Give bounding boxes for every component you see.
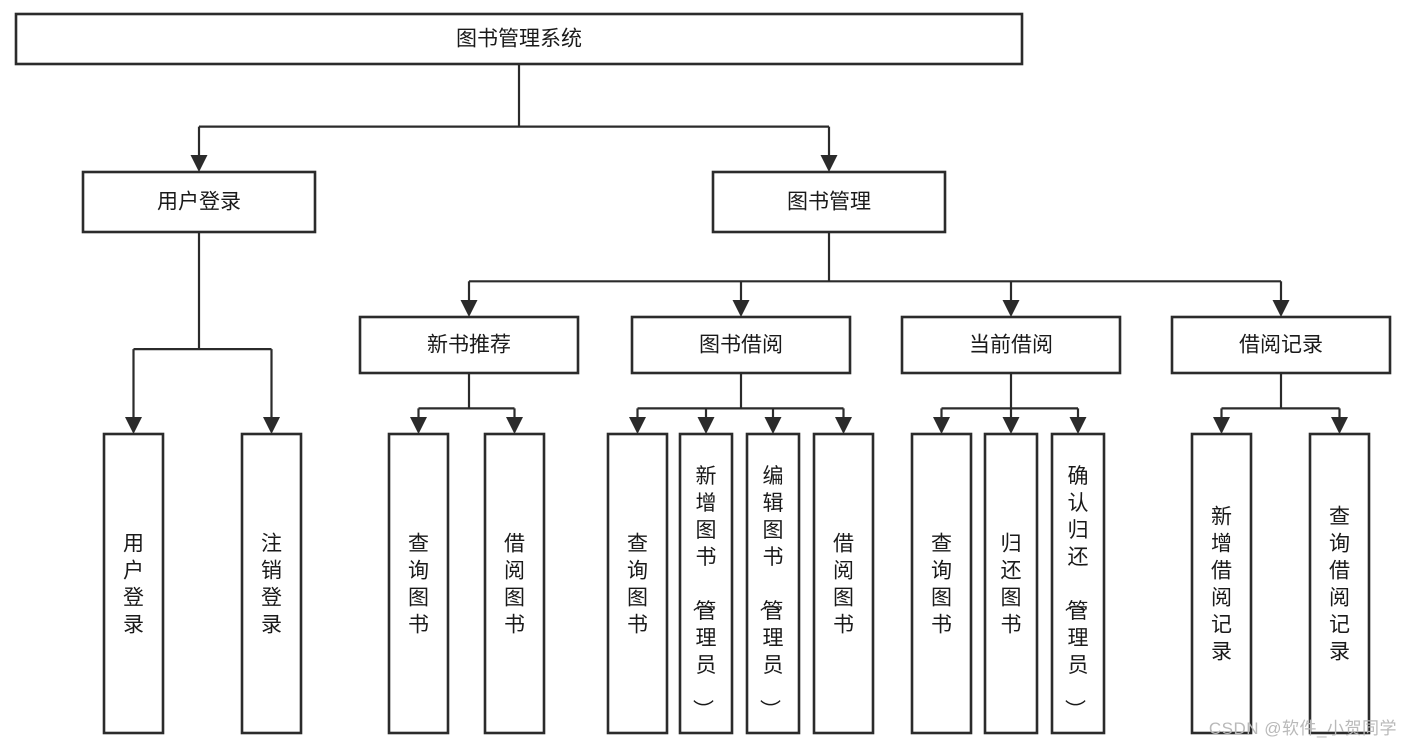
node-label: 查询图书 (408, 533, 429, 637)
node-leaf-return-book[interactable]: 归还图书 (983, 432, 1039, 735)
node-box (1308, 432, 1371, 735)
node-box (711, 170, 947, 234)
node-box (900, 315, 1122, 375)
node-user-login[interactable]: 用户登录 (81, 170, 317, 234)
node-label: 新增图书（管理员） (691, 465, 717, 720)
node-label: 注销登录 (261, 533, 282, 637)
node-box (1050, 432, 1106, 735)
node-borrow-record[interactable]: 借阅记录 (1170, 315, 1392, 375)
node-label: 查询借阅记录 (1329, 506, 1350, 664)
node-book-borrow[interactable]: 图书借阅 (630, 315, 852, 375)
node-label: 查询图书 (931, 533, 952, 637)
node-box (387, 432, 450, 735)
node-leaf-query-book-c[interactable]: 查询图书 (910, 432, 973, 735)
node-box (358, 315, 580, 375)
node-box (102, 432, 165, 735)
node-label: 用户登录 (157, 191, 241, 214)
node-box (240, 432, 303, 735)
node-label: 借阅记录 (1239, 334, 1323, 357)
connector-layer (125, 64, 1348, 434)
node-leaf-confirm-return[interactable]: 确认归还（管理员） (1050, 432, 1106, 735)
node-leaf-borrow-book-b[interactable]: 借阅图书 (812, 432, 875, 735)
node-label: 用户登录 (123, 533, 144, 637)
node-label: 图书管理系统 (456, 28, 582, 51)
csdn-watermark: CSDN @软件_小贺同学 (1208, 719, 1397, 738)
node-leaf-borrow-book-a[interactable]: 借阅图书 (483, 432, 546, 735)
node-leaf-add-book[interactable]: 新增图书（管理员） (678, 432, 734, 735)
node-new-book-rec[interactable]: 新书推荐 (358, 315, 580, 375)
node-label: 当前借阅 (969, 334, 1053, 357)
node-root[interactable]: 图书管理系统 (14, 12, 1024, 66)
node-current-borrow[interactable]: 当前借阅 (900, 315, 1122, 375)
node-leaf-logout[interactable]: 注销登录 (240, 432, 303, 735)
node-label: 图书借阅 (699, 334, 783, 357)
node-label: 编辑图书（管理员） (758, 465, 784, 720)
node-label: 借阅图书 (504, 533, 525, 637)
node-box (910, 432, 973, 735)
node-label: 归还图书 (1001, 533, 1022, 637)
node-label: 借阅图书 (833, 533, 854, 637)
node-box (81, 170, 317, 234)
node-box (14, 12, 1024, 66)
node-box (812, 432, 875, 735)
node-box (606, 432, 669, 735)
node-leaf-query-book-b[interactable]: 查询图书 (606, 432, 669, 735)
node-box (745, 432, 801, 735)
node-leaf-edit-book[interactable]: 编辑图书（管理员） (745, 432, 801, 735)
node-box (983, 432, 1039, 735)
node-leaf-query-record[interactable]: 查询借阅记录 (1308, 432, 1371, 735)
node-label: 新增借阅记录 (1211, 506, 1232, 664)
node-leaf-query-book-a[interactable]: 查询图书 (387, 432, 450, 735)
node-box (483, 432, 546, 735)
node-book-manage[interactable]: 图书管理 (711, 170, 947, 234)
node-layer: 图书管理系统用户登录图书管理新书推荐图书借阅当前借阅借阅记录用户登录注销登录查询… (14, 12, 1392, 735)
node-leaf-add-record[interactable]: 新增借阅记录 (1190, 432, 1253, 735)
node-box (630, 315, 852, 375)
node-box (1170, 315, 1392, 375)
node-label: 图书管理 (787, 191, 871, 214)
node-label: 确认归还（管理员） (1063, 465, 1089, 720)
node-box (678, 432, 734, 735)
node-leaf-user-login[interactable]: 用户登录 (102, 432, 165, 735)
node-label: 查询图书 (627, 533, 648, 637)
node-box (1190, 432, 1253, 735)
node-label: 新书推荐 (427, 334, 511, 357)
